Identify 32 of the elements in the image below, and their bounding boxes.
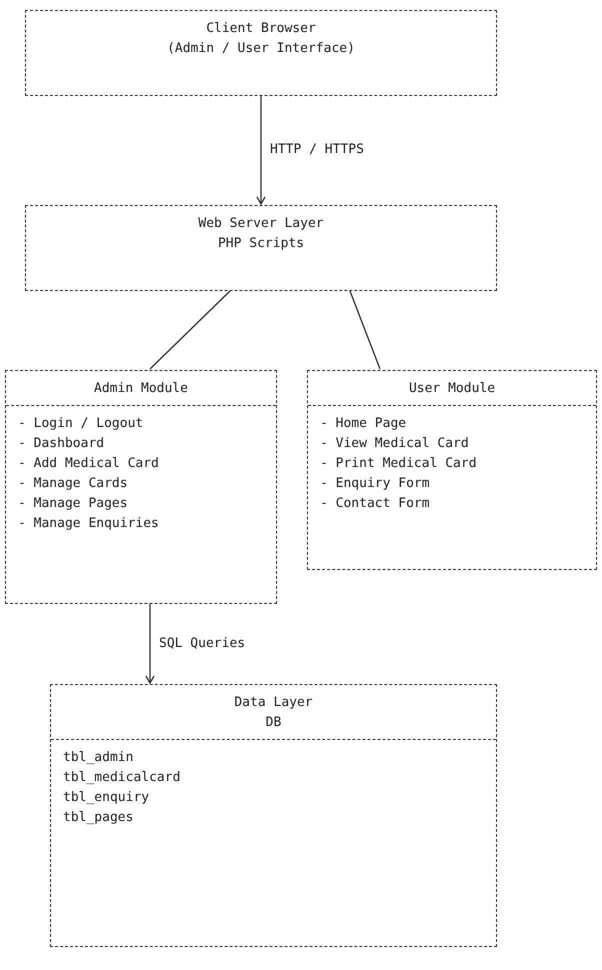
list-item: - Enquiry Form xyxy=(320,475,431,493)
list-item: tbl_admin xyxy=(63,749,134,767)
list-item: - Print Medical Card xyxy=(320,455,478,473)
list-item: tbl_enquiry xyxy=(63,789,150,807)
box-subtitle: DB xyxy=(264,714,282,732)
list-item: - Manage Enquiries xyxy=(18,515,160,533)
box-title: Data Layer xyxy=(233,694,314,712)
database-box xyxy=(50,684,497,947)
arrow xyxy=(145,604,155,684)
module-box xyxy=(5,370,277,604)
list-item: - Manage Cards xyxy=(18,475,129,493)
list-item: tbl_pages xyxy=(63,809,134,827)
list-item: - Add Medical Card xyxy=(18,455,160,473)
server-box xyxy=(25,205,497,291)
box-subtitle: (Admin / User Interface) xyxy=(166,40,356,58)
module-box xyxy=(307,370,597,570)
list-item: - Login / Logout xyxy=(18,415,144,433)
box-title: User Module xyxy=(408,380,496,398)
list-item: - Contact Form xyxy=(320,495,431,513)
box-title: Admin Module xyxy=(93,380,189,398)
client-box xyxy=(25,10,497,96)
box-subtitle: PHP Scripts xyxy=(216,235,306,253)
list-item: - Manage Pages xyxy=(18,495,129,513)
list-item: - View Medical Card xyxy=(320,435,470,453)
box-title: Web Server Layer xyxy=(197,215,325,233)
box-title: Client Browser xyxy=(205,20,317,38)
list-item: - Home Page xyxy=(320,415,408,433)
connector-line xyxy=(150,290,230,370)
list-item: tbl_medicalcard xyxy=(63,769,182,787)
connector-line xyxy=(349,290,381,370)
list-item: - Dashboard xyxy=(18,435,106,453)
arrow xyxy=(256,96,266,205)
